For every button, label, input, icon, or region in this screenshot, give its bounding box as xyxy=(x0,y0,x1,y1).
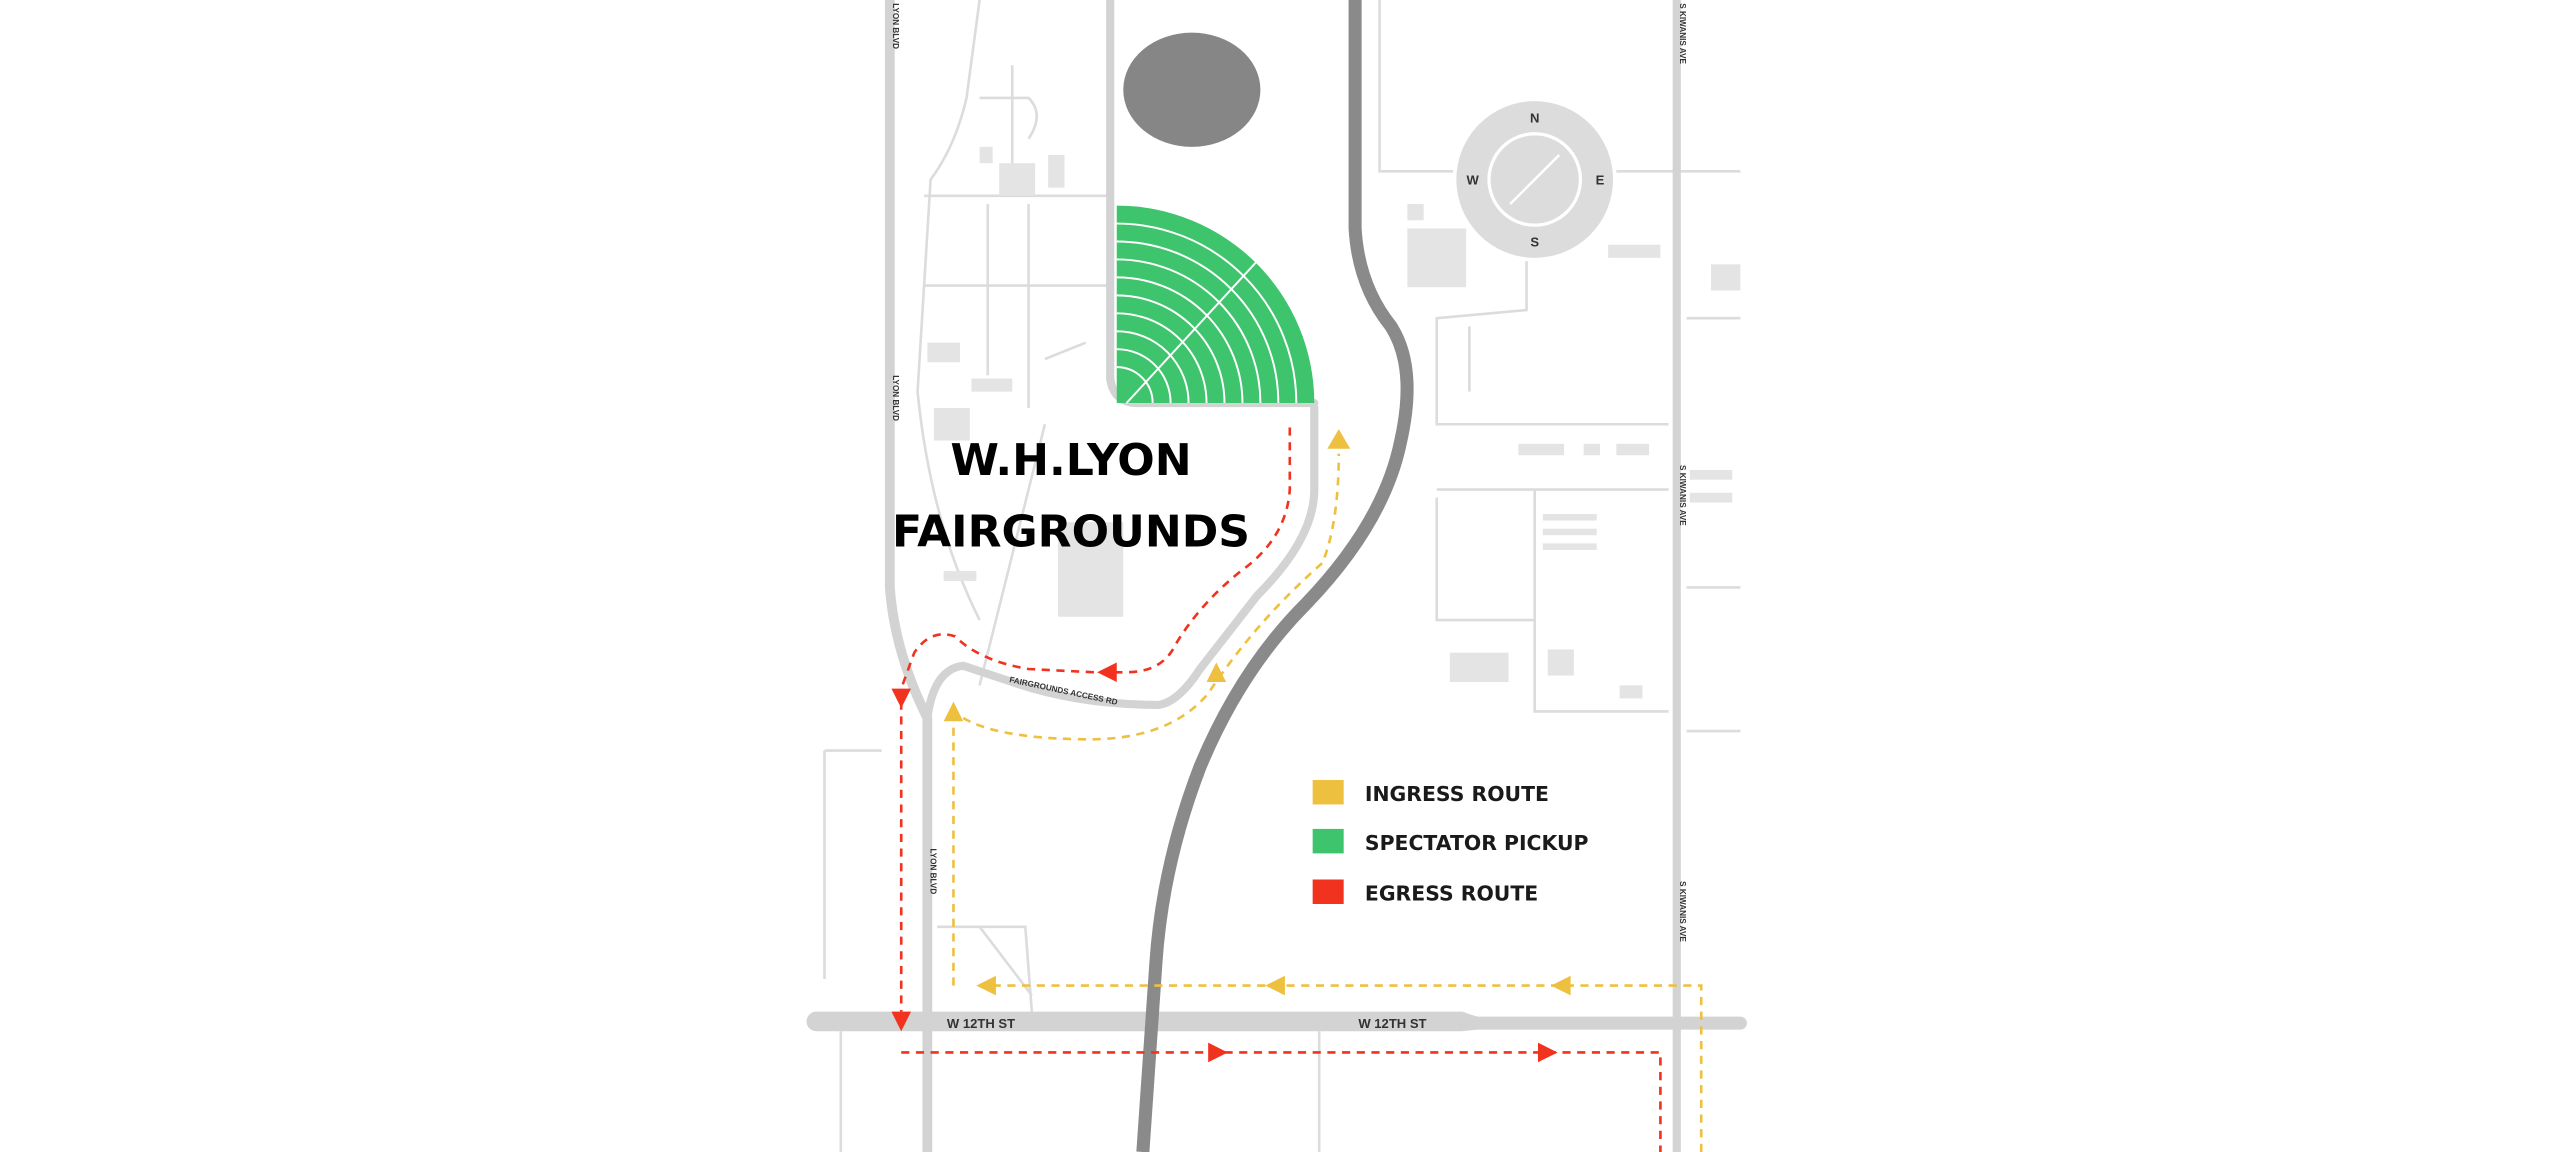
roads xyxy=(806,0,1747,1152)
legend: INGRESS ROUTE SPECTATOR PICKUP EGRESS RO… xyxy=(1312,779,1589,906)
legend-label-egress: EGRESS ROUTE xyxy=(1365,882,1538,906)
legend-swatch-egress xyxy=(1312,879,1344,904)
ingress-route xyxy=(943,429,1703,1152)
map-title-line1: W.H.LYON xyxy=(950,435,1191,486)
street-label: W 12TH ST xyxy=(947,1016,1015,1031)
street-label: S KIWANIS AVE xyxy=(1678,3,1687,64)
street-label: FAIRGROUNDS ACCESS RD xyxy=(1009,675,1119,707)
legend-swatch-ingress xyxy=(1312,779,1344,805)
legend-label-ingress: INGRESS ROUTE xyxy=(1365,782,1549,806)
background-streets xyxy=(823,0,1741,1152)
highway xyxy=(1136,0,1414,1152)
map-title-line2: FAIRGROUNDS xyxy=(892,507,1250,558)
street-label: LYON BLVD xyxy=(891,3,900,49)
legend-label-pickup: SPECTATOR PICKUP xyxy=(1365,831,1589,855)
street-label: LYON BLVD xyxy=(891,375,900,421)
spectator-pickup-area xyxy=(1116,205,1315,404)
legend-swatch-pickup xyxy=(1312,828,1344,854)
compass-s: S xyxy=(1530,234,1539,249)
egress-route xyxy=(891,427,1662,1152)
street-label: W 12TH ST xyxy=(1358,1016,1426,1031)
compass-w: W xyxy=(1466,172,1479,187)
compass-rose-icon: N E S W xyxy=(1456,101,1614,258)
street-label: S KIWANIS AVE xyxy=(1678,881,1687,942)
compass-n: N xyxy=(1530,110,1539,125)
street-label: S KIWANIS AVE xyxy=(1678,465,1687,526)
lake xyxy=(1123,32,1261,147)
street-label: LYON BLVD xyxy=(929,848,938,894)
compass-e: E xyxy=(1596,172,1605,187)
